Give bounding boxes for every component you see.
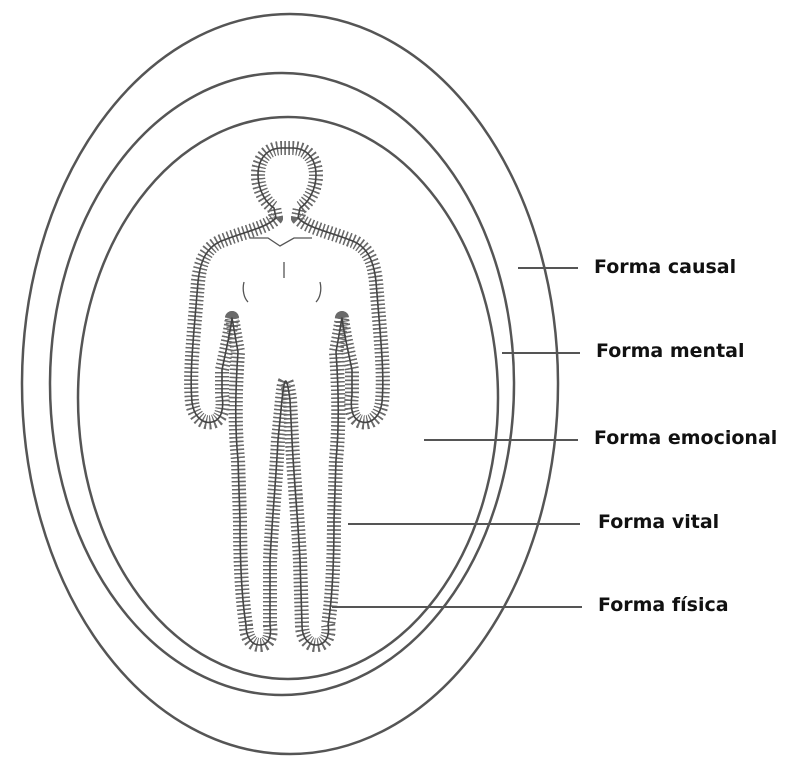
chest-line-right [316, 282, 321, 302]
label-causal-form: Forma causal [594, 258, 736, 277]
label-vital-form: Forma vital [598, 513, 719, 532]
mental-body-ellipse [50, 73, 514, 695]
physical-body-outline [191, 148, 383, 645]
label-emotional-form: Forma emocional [594, 429, 777, 448]
human-figure [191, 148, 383, 645]
label-mental-form: Forma mental [596, 342, 745, 361]
causal-body-ellipse [22, 14, 558, 754]
collarbone-line [250, 238, 312, 246]
chest-line-left [243, 282, 248, 302]
label-physical-form: Forma física [598, 596, 729, 615]
